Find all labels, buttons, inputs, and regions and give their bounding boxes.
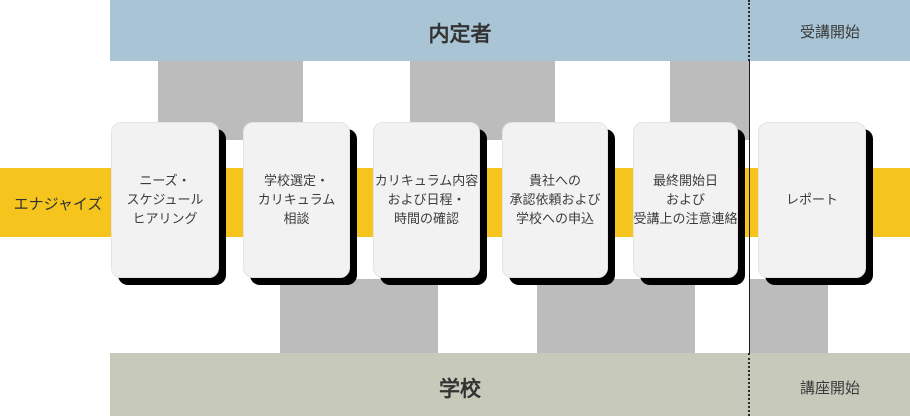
top-phase-label: 受講開始	[799, 23, 860, 41]
step-4-line-2: 承認依頼および	[509, 192, 601, 208]
step-2-line-3: 相談	[283, 211, 310, 227]
step-1-line-3: ヒアリング	[132, 211, 198, 227]
left-actor-label: エナジャイズ	[13, 195, 103, 213]
phase-divider-dotted-bottom	[748, 353, 750, 416]
step-card-5: 最終開始日 および 受講上の注意連絡	[633, 122, 738, 278]
connector-bottom-step6	[749, 279, 828, 353]
step-5-line-3: 受講上の注意連絡	[633, 211, 738, 227]
bottom-phase-label: 講座開始	[799, 379, 860, 397]
step-3-line-3: 時間の確認	[393, 211, 459, 227]
step-5-line-1: 最終開始日	[652, 173, 718, 189]
step-1-line-1: ニーズ・	[139, 173, 191, 189]
step-5-line-2: および	[665, 192, 705, 208]
naiteisha-lane-bar	[110, 0, 910, 61]
step-2-line-1: 学校選定・	[263, 173, 329, 189]
step-card-1: ニーズ・ スケジュール ヒアリング	[111, 122, 219, 278]
step-4-line-1: 貴社への	[528, 173, 581, 189]
gakkou-lane-bar	[110, 353, 910, 416]
connector-bottom-step4-5	[537, 279, 695, 353]
connector-bottom-step2-3	[280, 279, 438, 353]
bottom-lane-label: 学校	[439, 377, 481, 401]
step-card-6: レポート	[758, 122, 866, 278]
phase-divider-line	[749, 61, 750, 353]
step-3-line-2: および日程・	[387, 192, 466, 208]
step-1-line-2: スケジュール	[126, 192, 204, 208]
top-lane-label: 内定者	[428, 22, 492, 46]
step-card-3: カリキュラム内容 および日程・ 時間の確認	[373, 122, 480, 278]
step-4-line-3: 学校への申込	[515, 211, 594, 227]
step-card-2: 学校選定・ カリキュラム 相談	[243, 122, 350, 278]
step-3-line-1: カリキュラム内容	[374, 173, 479, 189]
phase-divider-dotted-top	[748, 0, 750, 61]
step-6-line-1: レポート	[785, 192, 838, 208]
step-card-4: 貴社への 承認依頼および 学校への申込	[502, 122, 608, 278]
step-2-line-2: カリキュラム	[257, 192, 336, 208]
